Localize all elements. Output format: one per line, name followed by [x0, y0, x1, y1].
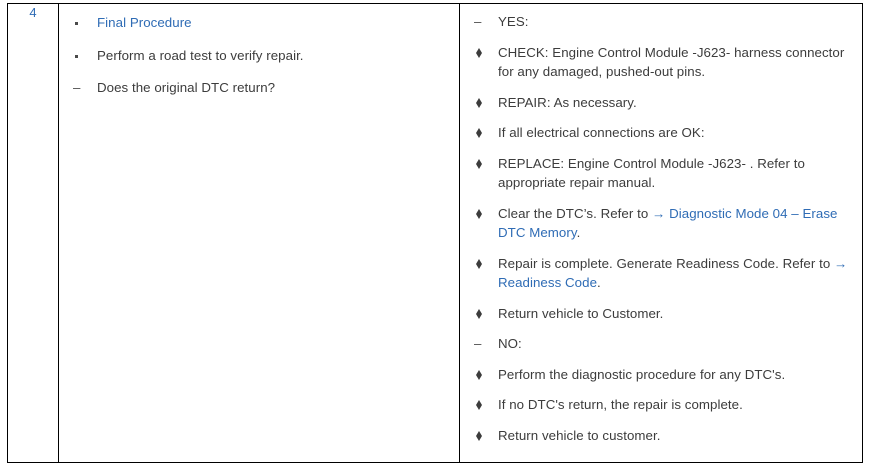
item-text: . [597, 275, 601, 290]
step-number-cell: 4 [7, 3, 59, 463]
item-text: REPAIR: As necessary. [498, 94, 637, 110]
item-text: Clear the DTC’s. Refer to [498, 205, 653, 221]
link-text[interactable]: → Diagnostic Mode 04 – Erase DTC Memory [498, 205, 838, 241]
list-item: Clear the DTC’s. Refer to → Diagnostic M… [470, 204, 850, 243]
item-text: Does the original DTC return? [97, 80, 276, 95]
result-bullet-list: YES: CHECK: Engine Control Module -J623- … [460, 4, 862, 462]
list-item: CHECK: Engine Control Module -J623- harn… [470, 43, 850, 82]
list-item: Does the original DTC return? [69, 78, 451, 98]
step-number: 4 [29, 5, 37, 20]
list-item: Return vehicle to customer. [470, 426, 850, 446]
bullet-dash-icon [474, 12, 490, 32]
list-item: Perform the diagnostic procedure for any… [470, 365, 850, 385]
link-text[interactable]: Final Procedure [97, 15, 192, 30]
bullet-dash-icon [73, 78, 89, 98]
item-text: NO: [498, 336, 522, 351]
item-text: . [576, 225, 581, 240]
list-item: YES: [470, 12, 850, 32]
list-item: If all electrical connections are OK: [470, 123, 850, 143]
list-item: Final Procedure [69, 13, 451, 33]
item-text: CHECK: Engine Control Module -J623- harn… [498, 44, 845, 80]
list-item: Return vehicle to Customer. [470, 304, 850, 324]
list-item: Repair is complete. Generate Readiness C… [470, 254, 850, 293]
result-cell: YES: CHECK: Engine Control Module -J623- … [459, 3, 863, 463]
list-item: REPLACE: Engine Control Module -J623- . … [470, 154, 850, 193]
item-text: YES: [498, 14, 529, 29]
list-item: NO: [470, 334, 850, 354]
list-item: If no DTC's return, the repair is comple… [470, 395, 850, 415]
list-item: Perform a road test to verify repair. [69, 46, 451, 66]
item-text: REPLACE: Engine Control Module -J623- . … [498, 155, 805, 191]
list-item: REPAIR: As necessary. [470, 93, 850, 113]
item-text: Perform the diagnostic procedure for any… [498, 366, 786, 382]
item-text: Perform a road test to verify repair. [97, 47, 304, 63]
item-text: If no DTC's return, the repair is comple… [498, 397, 743, 412]
item-text: Repair is complete. Generate Readiness C… [498, 255, 835, 271]
link-text[interactable]: → Readiness Code [498, 255, 848, 291]
item-text: If all electrical connections are OK: [498, 125, 705, 140]
bullet-dash-icon [474, 334, 490, 354]
item-text: Return vehicle to Customer. [498, 305, 664, 321]
item-text: Return vehicle to customer. [498, 427, 661, 443]
